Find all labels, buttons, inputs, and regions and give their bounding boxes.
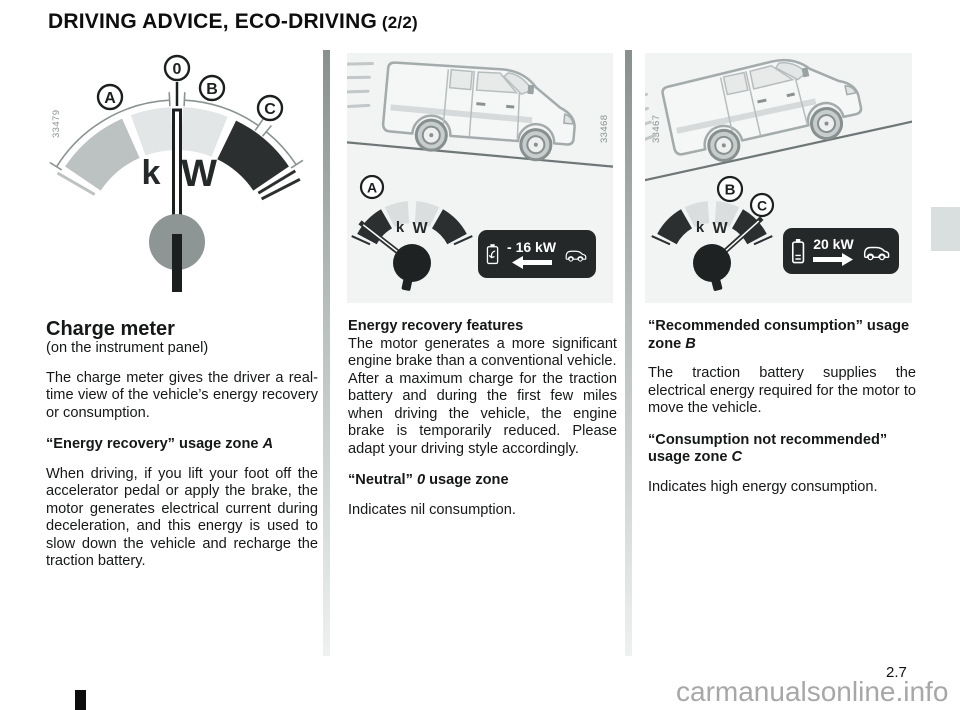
display-value: - 16 kW — [507, 238, 557, 255]
kw-unit-k: k — [696, 219, 705, 236]
svg-text:A: A — [104, 90, 116, 107]
column-divider — [323, 50, 330, 656]
consumption-illustration-panel: 33467 k W B C 20 kW — [645, 53, 912, 303]
display-value: 20 kW — [813, 235, 854, 252]
consumption-section: “Recommended consumption” usage zone B T… — [648, 318, 916, 508]
section-heading: Charge meter — [46, 318, 175, 340]
kw-unit-k: k — [142, 154, 161, 192]
watermark: carmanualsonline.info — [676, 676, 949, 707]
power-display: 20 kW — [783, 228, 899, 274]
svg-text:B: B — [725, 182, 736, 199]
power-display: - 16 kW — [478, 230, 596, 278]
recovery-mini-gauge: k W A — [350, 175, 474, 291]
zone-a-heading: “Energy recovery” usage zone A — [46, 436, 274, 452]
van-uphill — [645, 53, 868, 182]
paragraph: Indicates high energy consumption. — [648, 478, 878, 495]
zone-label-a: A — [96, 83, 124, 111]
zone-b-heading: “Recommended consumption” usage zone B — [648, 318, 910, 352]
figure-part-number: 33468 — [599, 115, 610, 143]
gauge-needle — [715, 216, 764, 261]
zone-label-c: C — [749, 192, 775, 218]
zone-brackets — [49, 92, 304, 171]
paragraph: The motor generates a more significant e… — [348, 335, 617, 370]
zone-label-b: B — [716, 175, 744, 203]
kw-unit-w: W — [712, 220, 728, 237]
energy-recovery-section: Energy recovery features The motor gener… — [348, 318, 617, 531]
svg-text:B: B — [206, 81, 218, 98]
svg-text:0: 0 — [173, 61, 182, 78]
paragraph: After a maximum charge for the traction … — [348, 370, 617, 457]
print-registration-mark — [75, 690, 86, 710]
flow-arrow-right-icon — [813, 252, 854, 266]
charge-meter-figure: 33479 k W 0 A B C — [49, 54, 304, 292]
paragraph: When driving, if you lift your foot off … — [46, 465, 318, 570]
recovery-scene: 33468 — [347, 53, 613, 168]
consumption-scene: 33467 — [645, 53, 912, 182]
page-title-suffix: (2/2) — [376, 13, 418, 32]
zone-label-0: 0 — [163, 54, 191, 82]
svg-text:C: C — [757, 198, 767, 214]
flow-arrow-left-icon — [511, 255, 552, 269]
paragraph: The charge meter gives the driver a real… — [46, 369, 318, 421]
section-tab — [931, 207, 960, 251]
car-icon — [565, 250, 587, 262]
kw-unit-w: W — [181, 153, 217, 195]
recovery-illustration-panel: 33468 k W A - 16 kW — [347, 53, 613, 303]
gauge-hub — [393, 244, 431, 282]
ground-line — [645, 120, 912, 182]
zone-label-a: A — [359, 175, 385, 200]
section-heading: Energy recovery features — [348, 318, 524, 334]
gauge-hub-stub — [711, 277, 723, 291]
consumption-mini-gauge: k W B C — [650, 175, 775, 291]
paragraph: Indicates nil consumption. — [348, 501, 516, 518]
column-divider — [625, 50, 632, 656]
svg-text:C: C — [264, 101, 276, 118]
kw-unit-k: k — [396, 219, 405, 236]
gauge-hub — [693, 244, 731, 282]
page-title-main: DRIVING ADVICE, ECO-DRIVING — [48, 10, 377, 33]
zone-c-heading: “Consumption not recommended” usage zone… — [648, 431, 888, 466]
figure-part-number: 33479 — [51, 110, 62, 138]
page-title: DRIVING ADVICE, ECO-DRIVING (2/2) — [48, 10, 418, 34]
figure-part-number: 33467 — [651, 115, 662, 143]
page-number: 2.7 — [886, 664, 907, 681]
gauge-segments — [56, 107, 301, 201]
car-icon — [863, 246, 890, 260]
battery-charging-icon — [486, 244, 499, 265]
charge-meter-section: Charge meter (on the instrument panel) T… — [46, 318, 318, 583]
zone-0-heading: “Neutral” 0 usage zone — [348, 472, 509, 488]
ground-line — [347, 141, 613, 168]
battery-icon — [791, 239, 805, 264]
gauge-needle-tail — [172, 234, 182, 292]
van-downhill — [347, 53, 581, 165]
svg-text:A: A — [367, 180, 377, 196]
zone-label-b: B — [198, 74, 226, 102]
gauge-needle — [358, 220, 409, 262]
kw-unit-w: W — [412, 220, 428, 237]
paragraph: The traction battery supplies the electr… — [648, 365, 916, 416]
zone-label-c: C — [256, 94, 284, 122]
section-subheading: (on the instrument panel) — [46, 340, 209, 356]
gauge-hub-stub — [401, 277, 413, 291]
